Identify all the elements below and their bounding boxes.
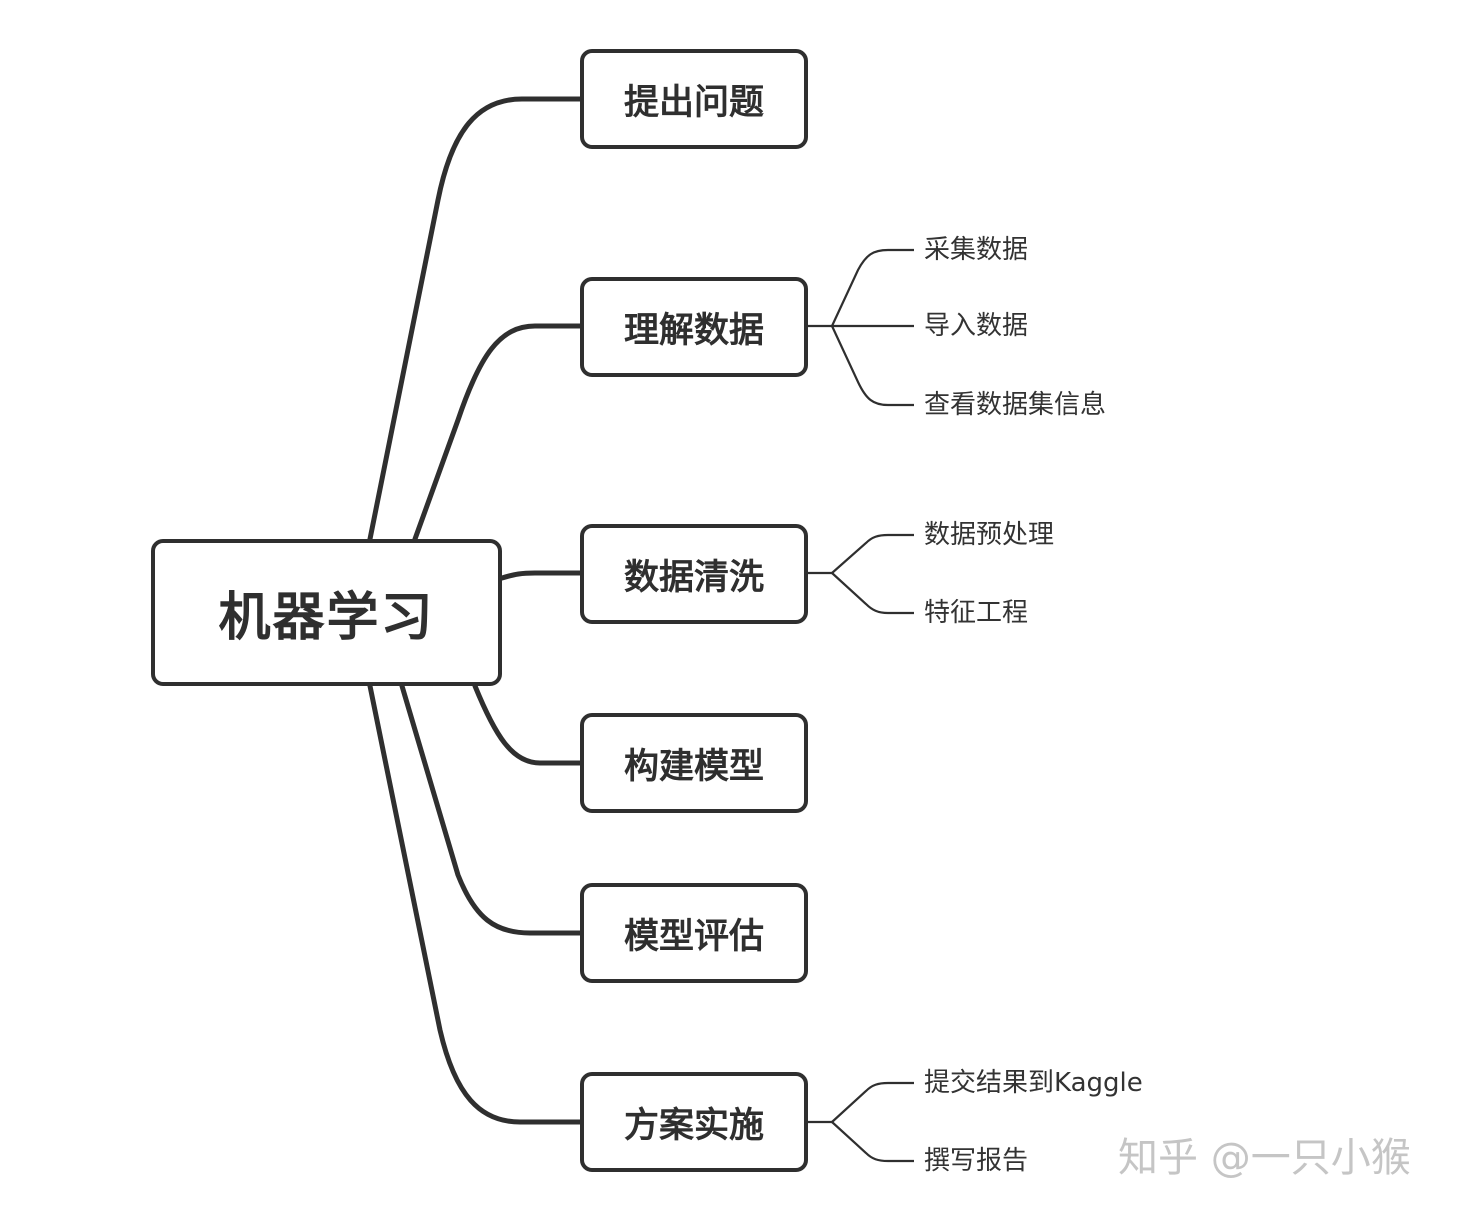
branch-node-6[interactable]: 方案实施 (580, 1072, 808, 1172)
branch-node-2[interactable]: 理解数据 (580, 277, 808, 377)
connector-branch-3-leaf-1 (831, 533, 914, 574)
branch-node-label: 理解数据 (623, 310, 764, 351)
branch-node-1[interactable]: 提出问题 (580, 49, 808, 149)
connector-root-to-branch-4 (472, 683, 583, 766)
connector-branch-2-leaf-3 (831, 325, 914, 407)
branch-node-label: 提出问题 (623, 82, 764, 123)
leaf-node[interactable]: 数据预处理 (924, 520, 1055, 550)
branch-node-label: 数据清洗 (623, 557, 764, 598)
branch-node-label: 模型评估 (623, 916, 764, 957)
branch-node-4[interactable]: 构建模型 (580, 713, 808, 813)
leaf-node[interactable]: 采集数据 (924, 235, 1029, 265)
connector-root-to-branch-2 (412, 323, 583, 542)
root-node[interactable]: 机器学习 (151, 539, 502, 686)
root-node-label: 机器学习 (218, 588, 435, 648)
connector-branch-6-leaf-1 (831, 1081, 914, 1123)
branch-node-3[interactable]: 数据清洗 (580, 524, 808, 624)
watermark: 知乎 @一只小猴 (1118, 1135, 1411, 1181)
leaf-node[interactable]: 撰写报告 (924, 1146, 1029, 1176)
connector-branch-6-leaf-2 (831, 1121, 914, 1163)
connector-branch-3-leaf-2 (831, 572, 914, 615)
leaf-node[interactable]: 导入数据 (924, 311, 1029, 341)
leaf-node[interactable]: 提交结果到Kaggle (924, 1068, 1143, 1098)
connector-root-to-branch-1 (367, 96, 583, 542)
branch-node-5[interactable]: 模型评估 (580, 883, 808, 983)
connector-root-to-branch-5 (399, 683, 583, 936)
connector-root-to-branch-3 (499, 570, 583, 581)
leaf-node[interactable]: 特征工程 (924, 598, 1029, 628)
connector-branch-2-leaf-1 (831, 248, 914, 327)
connector-root-to-branch-6 (367, 683, 583, 1125)
leaf-node[interactable]: 查看数据集信息 (924, 390, 1107, 420)
branch-node-label: 方案实施 (623, 1105, 764, 1146)
branch-node-label: 构建模型 (623, 746, 764, 787)
